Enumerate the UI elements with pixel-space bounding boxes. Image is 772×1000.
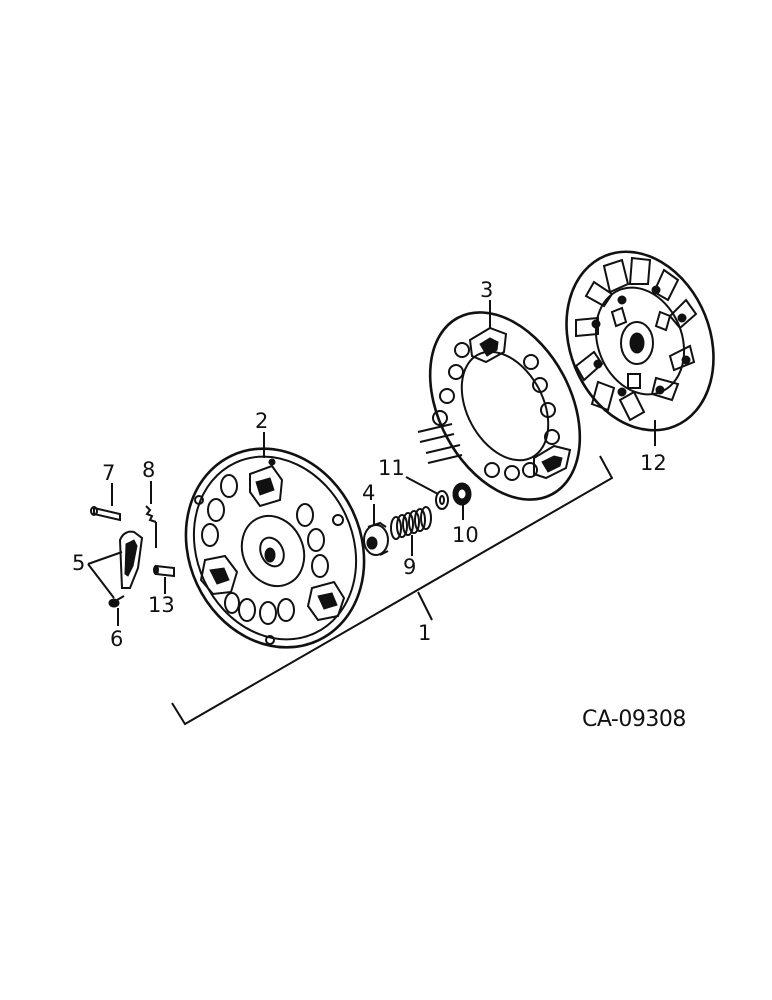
spring-clip — [145, 505, 157, 548]
callout-8: 8 — [142, 458, 155, 482]
callout-2: 2 — [255, 409, 268, 433]
pressure-plate-cover — [184, 447, 366, 649]
callout-11: 11 — [378, 456, 405, 480]
callout-5: 5 — [72, 551, 85, 575]
callout-13: 13 — [148, 593, 175, 617]
clutch-disc — [565, 250, 715, 432]
callout-3: 3 — [480, 278, 493, 302]
assembly-bracket — [171, 455, 614, 726]
callout-7: 7 — [102, 461, 115, 485]
callout-9: 9 — [403, 555, 416, 579]
callout-6: 6 — [110, 627, 123, 651]
callout-12: 12 — [640, 451, 667, 475]
release-bearing — [363, 521, 389, 556]
lever-screw — [108, 595, 125, 608]
washer — [435, 490, 449, 510]
callout-10: 10 — [452, 523, 479, 547]
lever-pin — [90, 506, 121, 522]
callout-1: 1 — [418, 621, 431, 645]
hex-nut — [452, 482, 472, 506]
leader-lines — [87, 300, 656, 626]
roller-pin — [153, 564, 175, 578]
callout-4: 4 — [362, 481, 375, 505]
drawing-code: CA-09308 — [582, 707, 686, 732]
release-lever — [118, 530, 144, 589]
coil-spring — [390, 506, 432, 540]
